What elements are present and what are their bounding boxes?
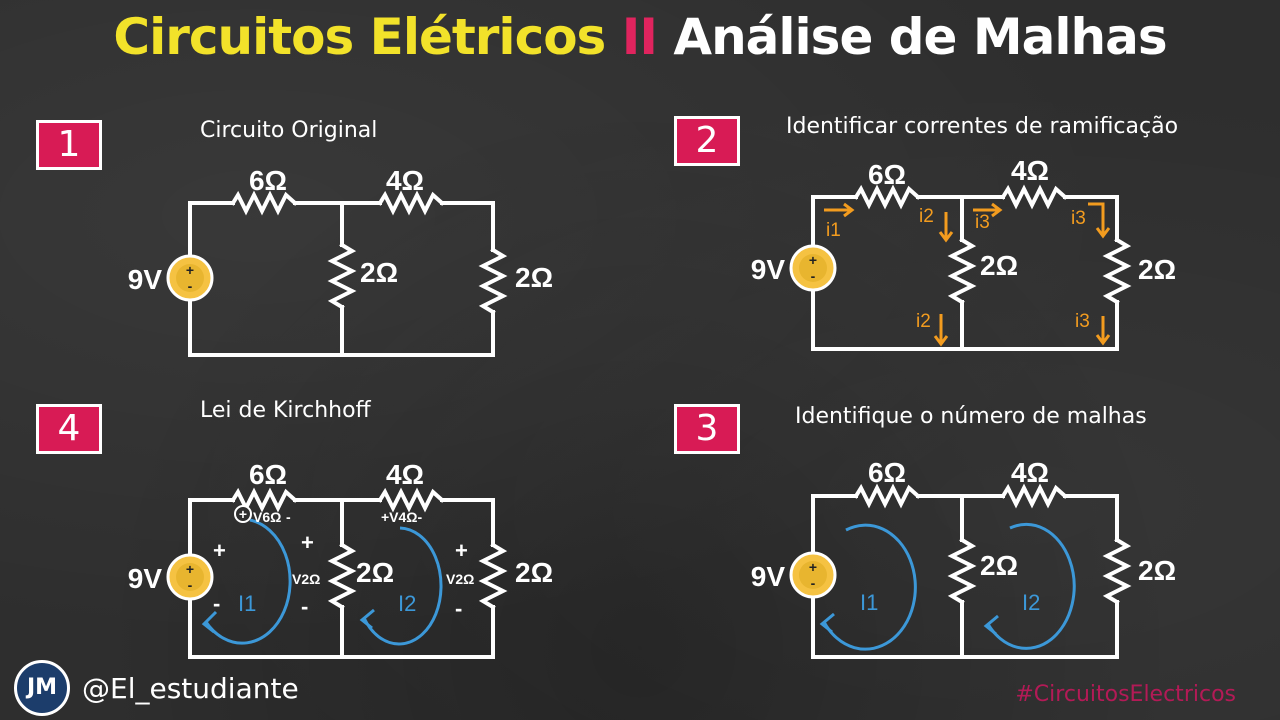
svg-text:4Ω: 4Ω <box>1011 457 1049 488</box>
svg-text:2Ω: 2Ω <box>1138 555 1176 586</box>
svg-text:-: - <box>213 591 220 616</box>
svg-text:2Ω: 2Ω <box>356 557 394 588</box>
v6-label: V6Ω <box>253 509 281 525</box>
svg-text:-: - <box>188 577 193 593</box>
hashtag: #CircuitosElectricos <box>1015 682 1236 707</box>
svg-text:2Ω: 2Ω <box>1138 254 1176 285</box>
svg-text:-: - <box>188 278 193 294</box>
mesh-I1-label: I1 <box>238 591 256 616</box>
channel-logo: JM <box>14 660 70 716</box>
current-i3-label-mid: i3 <box>1071 208 1086 229</box>
title-separator: II <box>621 8 658 66</box>
panel-1-badge: 1 <box>36 120 102 170</box>
panel-1-caption: Circuito Original <box>200 118 378 143</box>
r6-label-1: 6Ω <box>249 165 287 196</box>
svg-text:+: + <box>809 559 817 575</box>
circuit-3: + - 9V 6Ω 4Ω 2Ω 2Ω I1 I2 <box>751 457 1176 659</box>
circuit-1: + - 9V 6Ω 4Ω 2Ω 2Ω <box>128 165 553 357</box>
panel-2-badge: 2 <box>674 116 740 166</box>
title-part1: Circuitos Elétricos <box>113 8 606 66</box>
svg-text:4Ω: 4Ω <box>386 459 424 490</box>
svg-text:-: - <box>455 596 462 621</box>
current-i1-label: i1 <box>826 220 841 241</box>
svg-text:9V: 9V <box>128 563 163 594</box>
svg-text:6Ω: 6Ω <box>868 159 906 190</box>
circuit-1-wires <box>188 201 235 257</box>
channel-handle: @El_estudiante <box>82 672 299 705</box>
circuit-4: + - 9V 6Ω 4Ω 2Ω 2Ω I1 I2 + V6Ω - +V4Ω- V… <box>128 459 553 659</box>
mesh3-I2-label: I2 <box>1022 590 1040 615</box>
svg-text:-: - <box>301 594 308 619</box>
v2-right-label: V2Ω <box>446 571 474 587</box>
v4-label: +V4Ω- <box>381 509 423 525</box>
svg-text:+: + <box>809 252 817 268</box>
panel-3-badge: 3 <box>674 404 740 454</box>
svg-text:+: + <box>301 530 314 555</box>
svg-text:2Ω: 2Ω <box>980 550 1018 581</box>
panel-2-caption: Identificar correntes de ramificação <box>786 114 1179 139</box>
current-i3-label-bottom: i3 <box>1075 311 1090 332</box>
svg-text:+: + <box>239 506 247 522</box>
r2-right-label-1: 2Ω <box>515 262 553 293</box>
circuit-2: + - 9V 6Ω 4Ω 2Ω 2Ω i1 i2 i3 i3 i2 i3 <box>751 155 1176 351</box>
svg-text:+: + <box>186 561 194 577</box>
mesh3-I1-label: I1 <box>860 590 878 615</box>
v2-mid-label: V2Ω <box>292 571 320 587</box>
svg-text:4Ω: 4Ω <box>1011 155 1049 186</box>
svg-text:2Ω: 2Ω <box>515 557 553 588</box>
current-i3-label-top: i3 <box>975 212 990 233</box>
current-i2-label-bottom: i2 <box>916 311 931 332</box>
mesh-I2-label: I2 <box>398 591 416 616</box>
panel-4-caption: Lei de Kirchhoff <box>200 398 371 423</box>
svg-text:9V: 9V <box>751 561 786 592</box>
page-title: Circuitos Elétricos II Análise de Malhas <box>0 8 1280 66</box>
r4-label-1: 4Ω <box>386 165 424 196</box>
svg-text:-: - <box>811 575 816 591</box>
svg-text:+: + <box>213 538 226 563</box>
r2-mid-label-1: 2Ω <box>360 257 398 288</box>
source-label-1: 9V <box>128 264 163 295</box>
svg-text:9V: 9V <box>751 254 786 285</box>
panel-3-caption: Identifique o número de malhas <box>795 404 1147 429</box>
svg-text:6Ω: 6Ω <box>249 459 287 490</box>
svg-text:+: + <box>455 538 468 563</box>
svg-text:-: - <box>286 509 291 525</box>
current-i2-label-top: i2 <box>919 206 934 227</box>
svg-text:+: + <box>186 262 194 278</box>
svg-text:6Ω: 6Ω <box>868 457 906 488</box>
panel-4-badge: 4 <box>36 404 102 454</box>
svg-text:2Ω: 2Ω <box>980 250 1018 281</box>
title-part2: Análise de Malhas <box>673 8 1167 66</box>
svg-text:-: - <box>811 268 816 284</box>
